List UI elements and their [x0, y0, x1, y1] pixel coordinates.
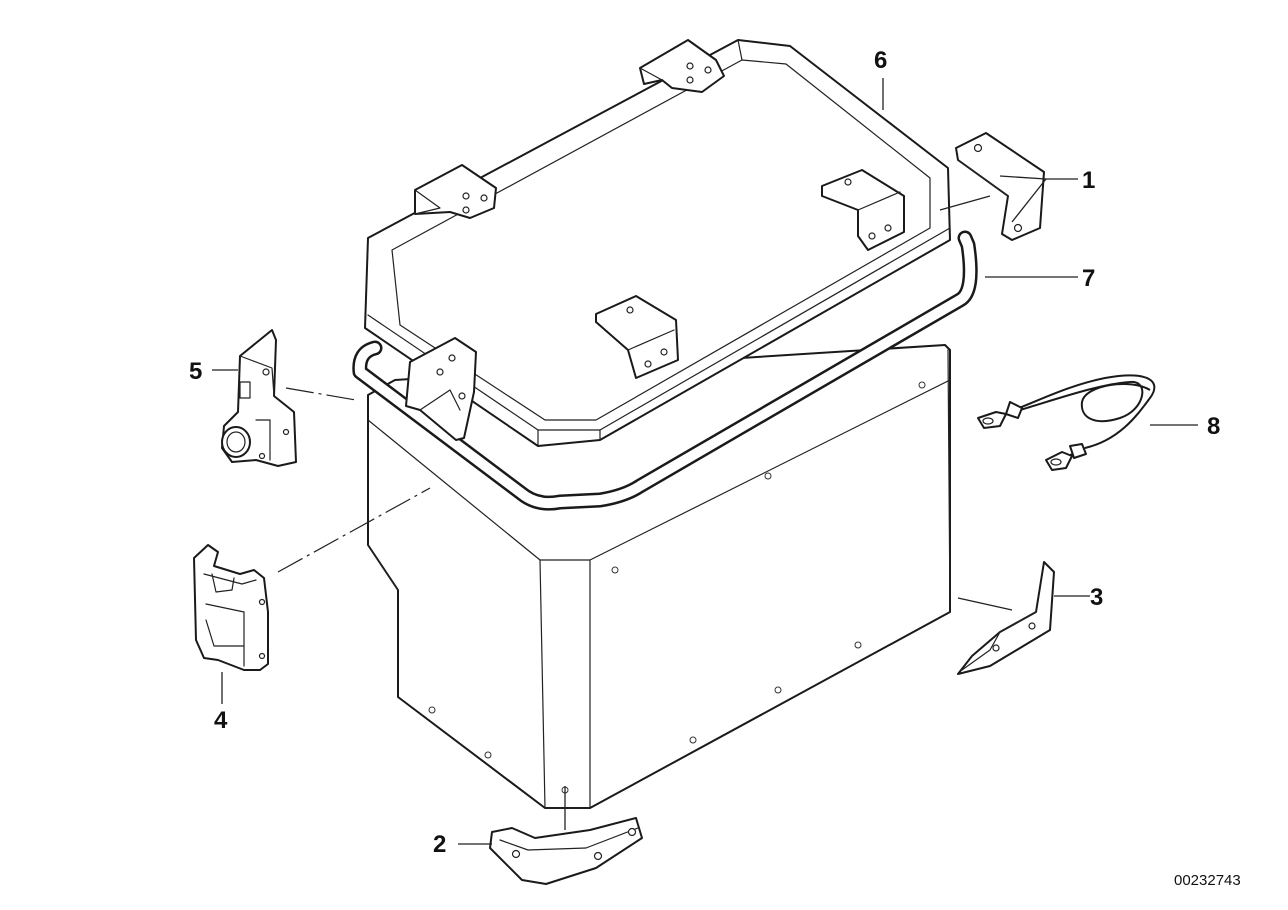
leader-lines — [212, 78, 1198, 845]
side-bracket — [957, 561, 1055, 675]
callout-2: 2 — [433, 831, 446, 858]
upper-lock-bracket — [221, 329, 297, 467]
diagram-reference-number: 00232743 — [1174, 872, 1241, 889]
safety-cable — [977, 374, 1156, 471]
callout-labels: 1 2 3 4 5 6 7 8 — [189, 47, 1220, 858]
lid-latch-right — [821, 169, 905, 251]
mount-bracket — [955, 132, 1045, 241]
lower-lock-bracket — [193, 544, 269, 671]
callout-4: 4 — [214, 707, 228, 734]
case-body — [367, 344, 951, 809]
callout-1: 1 — [1082, 167, 1095, 194]
rivets — [428, 381, 926, 794]
callout-3: 3 — [1090, 584, 1103, 611]
lid-latch-front — [595, 295, 679, 379]
lid-seal-frame — [352, 230, 978, 511]
lid-handle-hinge — [405, 337, 477, 441]
callout-8: 8 — [1207, 413, 1220, 440]
lid-hinge-top — [639, 39, 725, 93]
lid-hinge-left — [414, 164, 497, 219]
callout-5: 5 — [189, 358, 202, 385]
callout-6: 6 — [874, 47, 887, 74]
callout-7: 7 — [1082, 265, 1095, 292]
bottom-bracket — [489, 817, 643, 885]
